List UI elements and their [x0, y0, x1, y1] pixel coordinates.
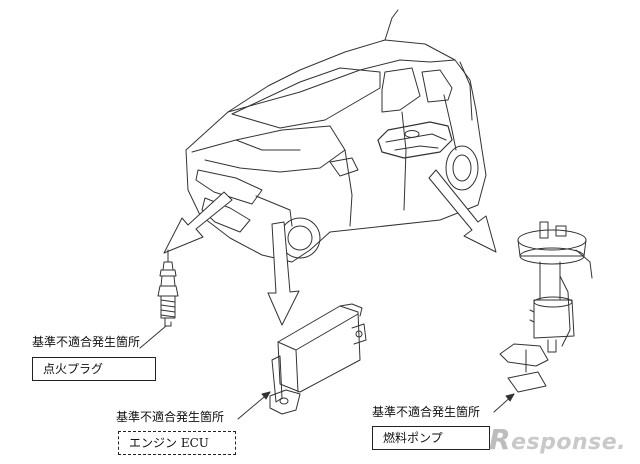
callout-arrow-ecu — [237, 391, 271, 420]
spark-plug-label: 点火プラグ — [32, 357, 156, 381]
watermark-initial: R — [489, 423, 512, 456]
response-watermark: Response. — [489, 423, 626, 456]
callout-line-spark-plug — [139, 325, 167, 349]
spark-plug-illustration — [157, 249, 179, 327]
arrow-to-fuel-pump — [428, 169, 497, 253]
fuel-pump-label: 燃料ポンプ — [372, 426, 490, 450]
arrow-to-spark-plug — [163, 191, 233, 254]
fuel-pump-heading: 基準不適合発生箇所 — [372, 405, 481, 419]
engine-ecu-heading: 基準不適合発生箇所 — [116, 410, 225, 424]
fuel-pump-illustration — [499, 221, 593, 393]
engine-ecu-label: エンジン ECU — [118, 431, 236, 455]
arrow-to-engine-ecu — [267, 221, 300, 326]
engine-ecu-illustration — [269, 303, 367, 415]
watermark-text: esponse. — [511, 430, 626, 455]
car-illustration — [185, 9, 487, 263]
spark-plug-heading: 基準不適合発生箇所 — [32, 335, 141, 349]
callout-arrow-fuel-pump — [493, 393, 515, 413]
